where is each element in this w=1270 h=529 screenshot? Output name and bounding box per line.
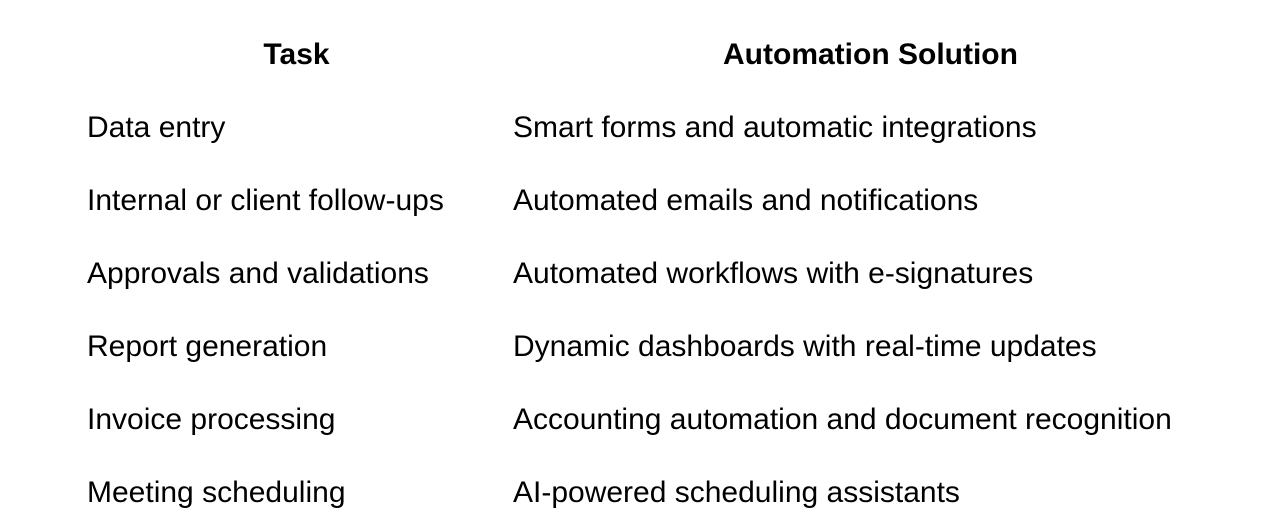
task-cell: Approvals and validations [87,256,429,290]
task-cell: Report generation [87,329,328,363]
solution-cell: Automated emails and notifications [513,183,979,217]
column-header-automation-solution: Automation Solution [723,37,1018,71]
column-header-task: Task [263,37,330,71]
task-cell: Meeting scheduling [87,475,346,509]
solution-cell: AI-powered scheduling assistants [513,475,960,509]
task-cell: Internal or client follow-ups [87,183,444,217]
solution-cell: Automated workflows with e-signatures [513,256,1034,290]
table-row: Invoice processing Accounting automation… [80,383,1228,456]
table-row: Internal or client follow-ups Automated … [80,164,1228,237]
solution-cell: Accounting automation and document recog… [513,402,1172,436]
solution-cell: Dynamic dashboards with real-time update… [513,329,1097,363]
table-row: Meeting scheduling AI-powered scheduling… [80,456,1228,529]
table-row: Report generation Dynamic dashboards wit… [80,310,1228,383]
task-cell: Data entry [87,110,226,144]
table-row: Approvals and validations Automated work… [80,237,1228,310]
table-header-row: Task Automation Solution [80,18,1228,91]
table-row: Data entry Smart forms and automatic int… [80,91,1228,164]
task-automation-table: Task Automation Solution Data entry Smar… [80,18,1228,529]
task-cell: Invoice processing [87,402,336,436]
solution-cell: Smart forms and automatic integrations [513,110,1037,144]
